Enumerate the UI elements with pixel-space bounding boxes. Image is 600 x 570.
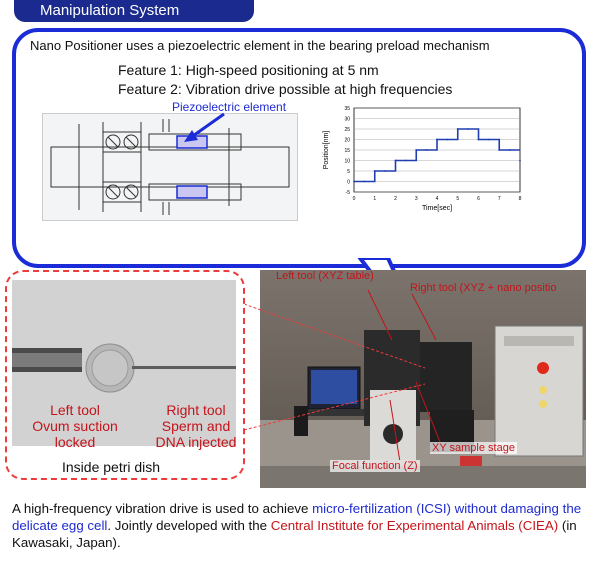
data-point — [363, 180, 366, 183]
x-tick-label: 2 — [394, 196, 397, 202]
data-point — [508, 149, 511, 151]
bottom-description: A high-frequency vibration drive is used… — [12, 500, 594, 551]
y-tick-label: 30 — [344, 117, 350, 123]
left-tool-caption-line3: locked — [54, 434, 96, 450]
data-point — [373, 170, 376, 172]
x-tick-label: 6 — [477, 196, 480, 202]
feature-2: Feature 2: Vibration drive possible at h… — [118, 81, 453, 97]
section-title: Manipulation System — [14, 0, 254, 22]
bearing-mechanism-drawing — [42, 113, 298, 221]
data-point — [384, 170, 387, 172]
data-point — [415, 149, 418, 151]
data-point — [404, 159, 407, 162]
piezo-element-bottom — [176, 185, 208, 199]
data-point — [394, 159, 397, 162]
x-tick-label: 1 — [373, 196, 376, 202]
xy-stage-label: XY sample stage — [430, 442, 517, 454]
right-tool-caption-line1: Right tool — [166, 402, 226, 418]
y-tick-label: -5 — [346, 190, 351, 196]
x-tick-label: 7 — [498, 196, 501, 202]
y-tick-label: 5 — [347, 169, 350, 175]
nano-positioner-description: Nano Positioner uses a piezoelectric ele… — [30, 38, 490, 53]
y-tick-label: 10 — [344, 159, 350, 165]
bottom-text-1: A high-frequency vibration drive is used… — [12, 501, 313, 516]
focal-label: Focal function (Z) — [330, 460, 420, 472]
x-axis-label: Time[sec] — [422, 205, 452, 212]
y-tick-label: 0 — [347, 180, 350, 186]
petri-dish-photo — [12, 280, 236, 446]
feature-1: Feature 1: High-speed positioning at 5 n… — [118, 62, 379, 78]
y-axis-label: Position[nm] — [323, 131, 330, 170]
x-tick-label: 5 — [456, 196, 459, 202]
y-tick-label: 15 — [344, 148, 350, 154]
bottom-text-2: . Jointly developed with the — [107, 518, 271, 533]
x-tick-label: 3 — [415, 196, 418, 202]
section-title-text: Manipulation System — [40, 2, 180, 19]
right-tool-caption-line2: Sperm and — [161, 418, 231, 434]
data-point — [467, 128, 470, 130]
data-point — [446, 138, 449, 141]
bottom-blue-1: micro-fertilization (ICSI) without — [312, 501, 497, 516]
data-point — [487, 138, 490, 141]
leader-lines — [243, 289, 441, 460]
x-tick-label: 4 — [436, 196, 439, 202]
oocyte-illustration — [12, 280, 236, 446]
left-tool-caption-line2: Ovum suction — [32, 418, 118, 434]
piezo-label: Piezoelectric element — [172, 100, 287, 114]
data-point — [519, 159, 521, 162]
bottom-red-2: Experimental Animals (CIEA) — [386, 518, 559, 533]
bottom-text-3: (in Kawasaki, Japan). — [12, 518, 577, 550]
y-tick-label: 35 — [344, 106, 350, 112]
left-tool-caption: Left tool Ovum suction locked — [32, 402, 118, 450]
right-tool-caption: Right tool Sperm and DNA injected — [144, 402, 248, 450]
x-tick-label: 0 — [353, 196, 356, 202]
x-tick-label: 8 — [519, 196, 522, 202]
right-tool-caption-line3: DNA injected — [155, 434, 237, 450]
data-point — [456, 128, 459, 130]
inset-caption: Inside petri dish — [62, 459, 161, 475]
series-line — [354, 128, 520, 183]
data-point — [498, 149, 501, 151]
bottom-red-1: Central Institute for — [270, 518, 384, 533]
data-point — [436, 138, 438, 141]
data-point — [425, 149, 428, 151]
y-tick-label: 25 — [344, 127, 350, 133]
y-tick-label: 20 — [344, 138, 350, 144]
data-point — [353, 180, 355, 183]
bottom-blue-2: damaging the delicate egg cell — [12, 501, 582, 533]
left-tool-label: Left tool (XYZ table) — [276, 270, 374, 282]
piezo-arrow — [184, 112, 225, 142]
data-point — [477, 138, 480, 141]
bearing-schematic — [50, 119, 290, 215]
right-tool-label: Right tool (XYZ + nano positio — [410, 282, 557, 294]
left-tool-caption-line1: Left tool — [50, 402, 100, 418]
